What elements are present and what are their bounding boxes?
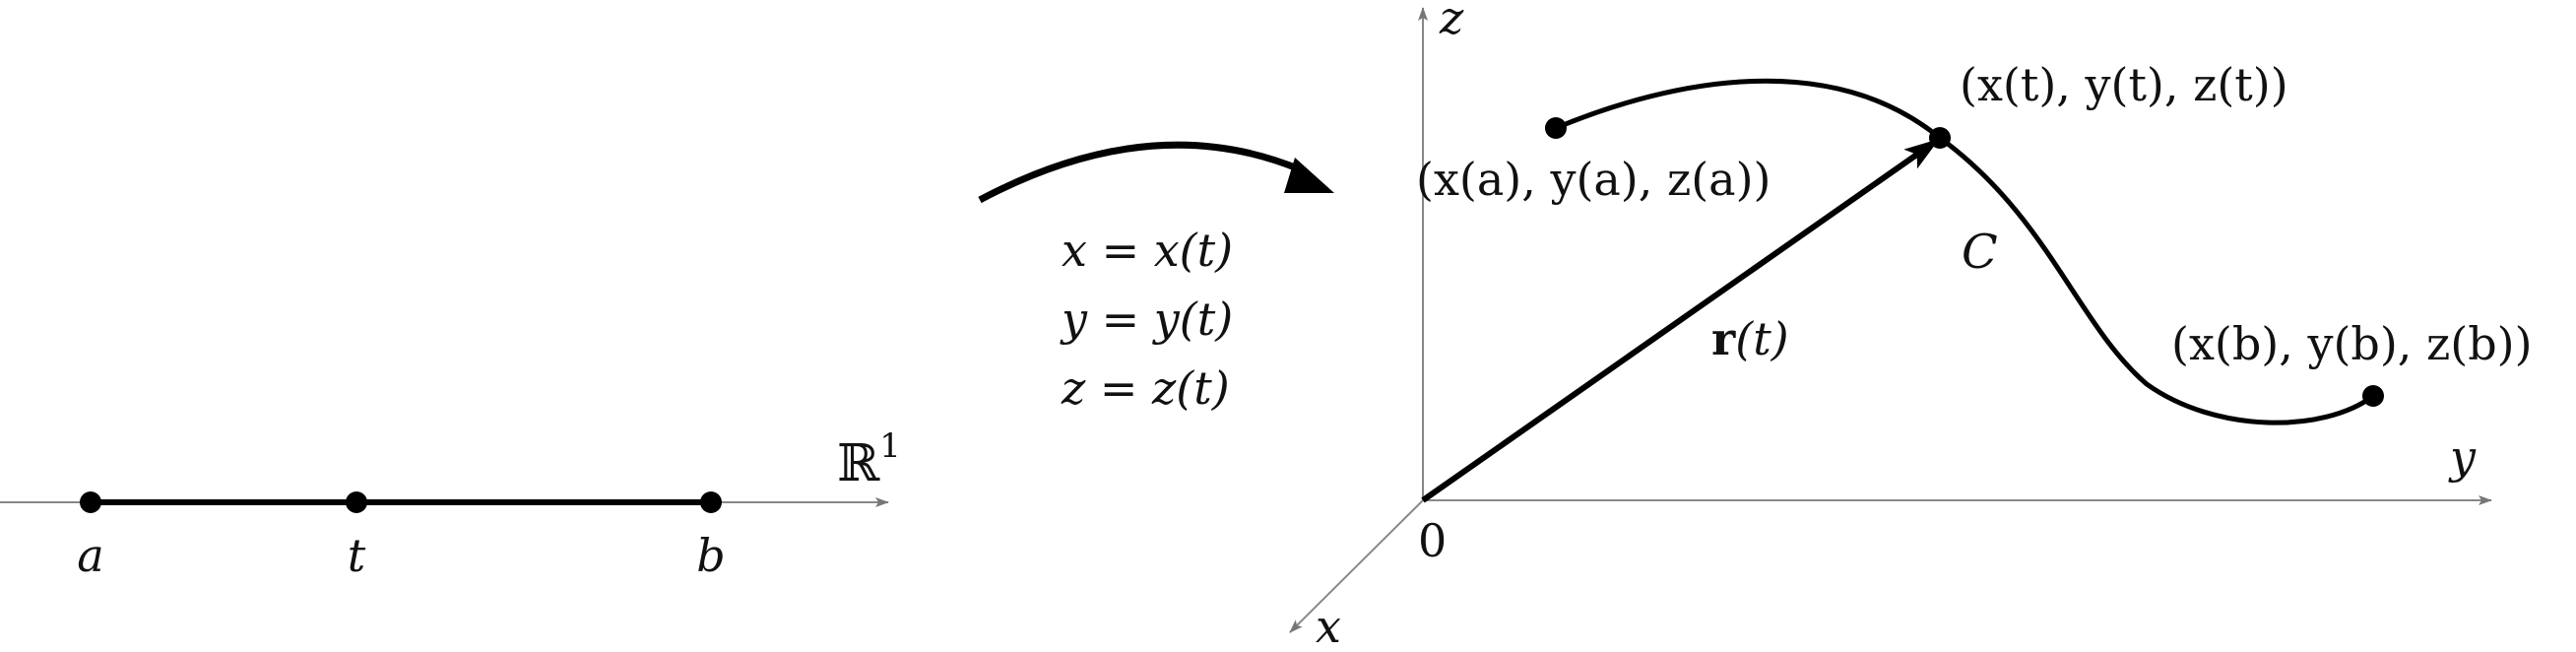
x-axis [1289, 499, 1424, 633]
space-label: ℝ1 [837, 426, 901, 493]
origin-label: 0 [1418, 514, 1447, 567]
point-t-label: t [348, 529, 366, 582]
point-b-dot [700, 491, 722, 513]
equation-x: x = x(t) [1062, 224, 1233, 277]
position-vector-arrow [1421, 137, 1940, 503]
start-point-dot [1545, 117, 1567, 139]
space-symbol: ℝ [837, 434, 880, 493]
equation-y: y = y(t) [1060, 293, 1233, 346]
mapping-arrow-stroke [978, 141, 1302, 204]
y-axis-label: y [2448, 430, 2477, 484]
vector-argument: (t) [1735, 312, 1788, 365]
start-point-label: (x(a), y(a), z(a)) [1416, 153, 1771, 206]
position-vector-label: r(t) [1711, 312, 1789, 365]
point-a-dot [80, 491, 101, 513]
equation-z: z = z(t) [1061, 361, 1230, 415]
space-curve: (x(a), y(a), z(a)) (x(t), y(t), z(t)) (x… [1416, 58, 2533, 425]
mid-point-label: (x(t), y(t), z(t)) [1960, 58, 2288, 111]
number-line: a t b ℝ1 [0, 426, 901, 582]
point-b-label: b [696, 529, 725, 582]
vector-symbol: r [1711, 312, 1736, 365]
point-t-dot [346, 491, 367, 513]
point-a-label: a [77, 529, 103, 582]
position-vector: r(t) [1421, 137, 1940, 503]
curve-name-label: C [1962, 225, 1998, 280]
end-point-dot [2362, 385, 2384, 407]
x-axis-label: x [1316, 600, 1341, 652]
end-point-label: (x(b), y(b), z(b)) [2171, 317, 2533, 370]
curve-c-path [1555, 78, 2375, 425]
z-axis-label: z [1439, 0, 1464, 44]
mapping-arrow-head [1284, 158, 1334, 193]
mapping: x = x(t) y = y(t) z = z(t) [978, 141, 1334, 415]
space-superscript: 1 [879, 426, 901, 466]
coordinate-axes: z y x 0 [1289, 0, 2492, 652]
